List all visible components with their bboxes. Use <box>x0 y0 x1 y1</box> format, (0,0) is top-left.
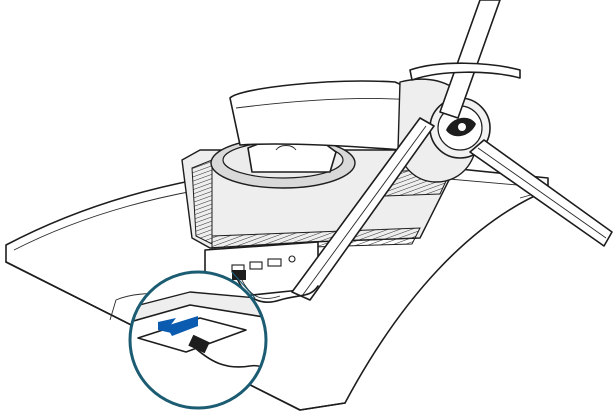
audio-jack <box>288 255 296 263</box>
tripod-legs <box>291 0 613 301</box>
displayport <box>267 258 282 267</box>
stand-base <box>210 137 356 189</box>
rog-eye-logo-icon <box>446 117 476 137</box>
zoom-callout <box>128 270 268 410</box>
hdmi-port-2 <box>249 261 263 270</box>
insert-arrow-icon <box>158 316 198 336</box>
